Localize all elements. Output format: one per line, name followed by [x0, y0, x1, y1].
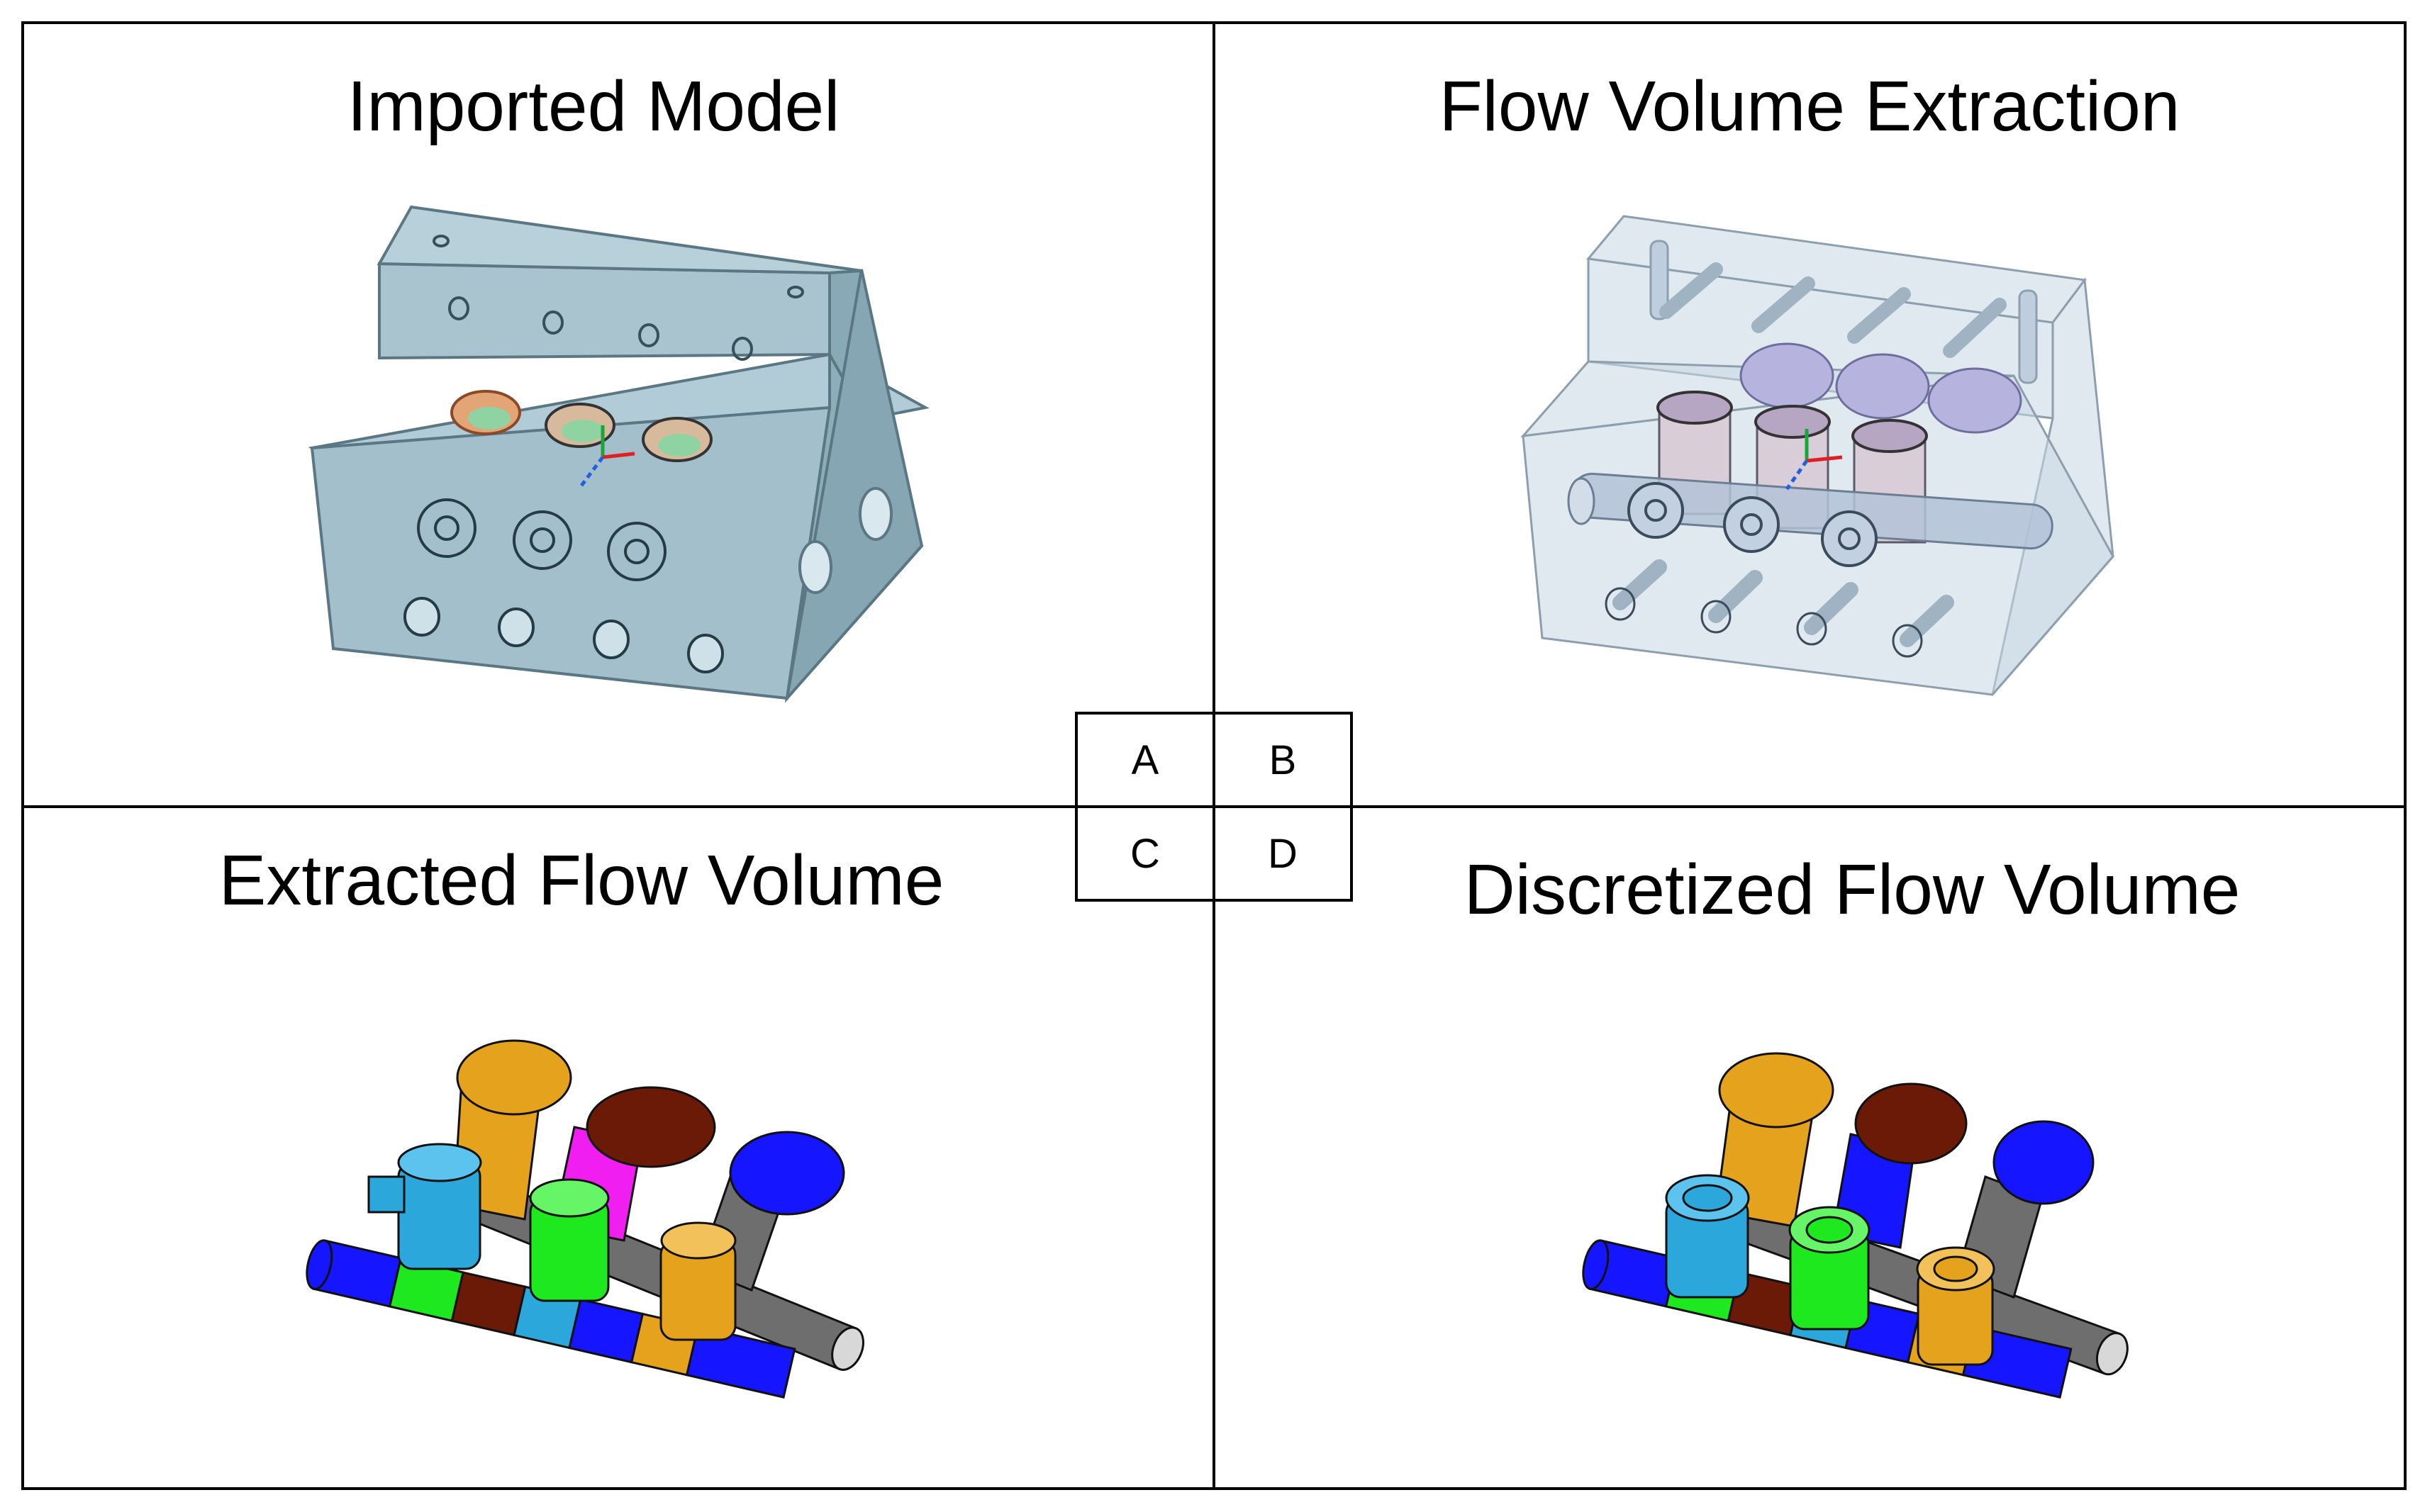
key-a: A: [1131, 737, 1159, 783]
extracted-flow-volume-image: [306, 1039, 864, 1399]
key-d: D: [1268, 830, 1298, 877]
key-b: B: [1269, 737, 1297, 783]
flow-volume-extraction-image: [1520, 215, 2114, 696]
imported-model-image: [308, 205, 930, 703]
panel-a-title: Imported Model: [347, 67, 840, 146]
panel-d-title: Discretized Flow Volume: [1464, 850, 2241, 929]
panel-c-title: Extracted Flow Volume: [218, 841, 944, 920]
panel-b-title: Flow Volume Extraction: [1439, 67, 2180, 146]
discretized-flow-volume-image: [1582, 1052, 2129, 1399]
panel-key-grid: [1075, 712, 1353, 902]
key-c: C: [1130, 830, 1160, 877]
